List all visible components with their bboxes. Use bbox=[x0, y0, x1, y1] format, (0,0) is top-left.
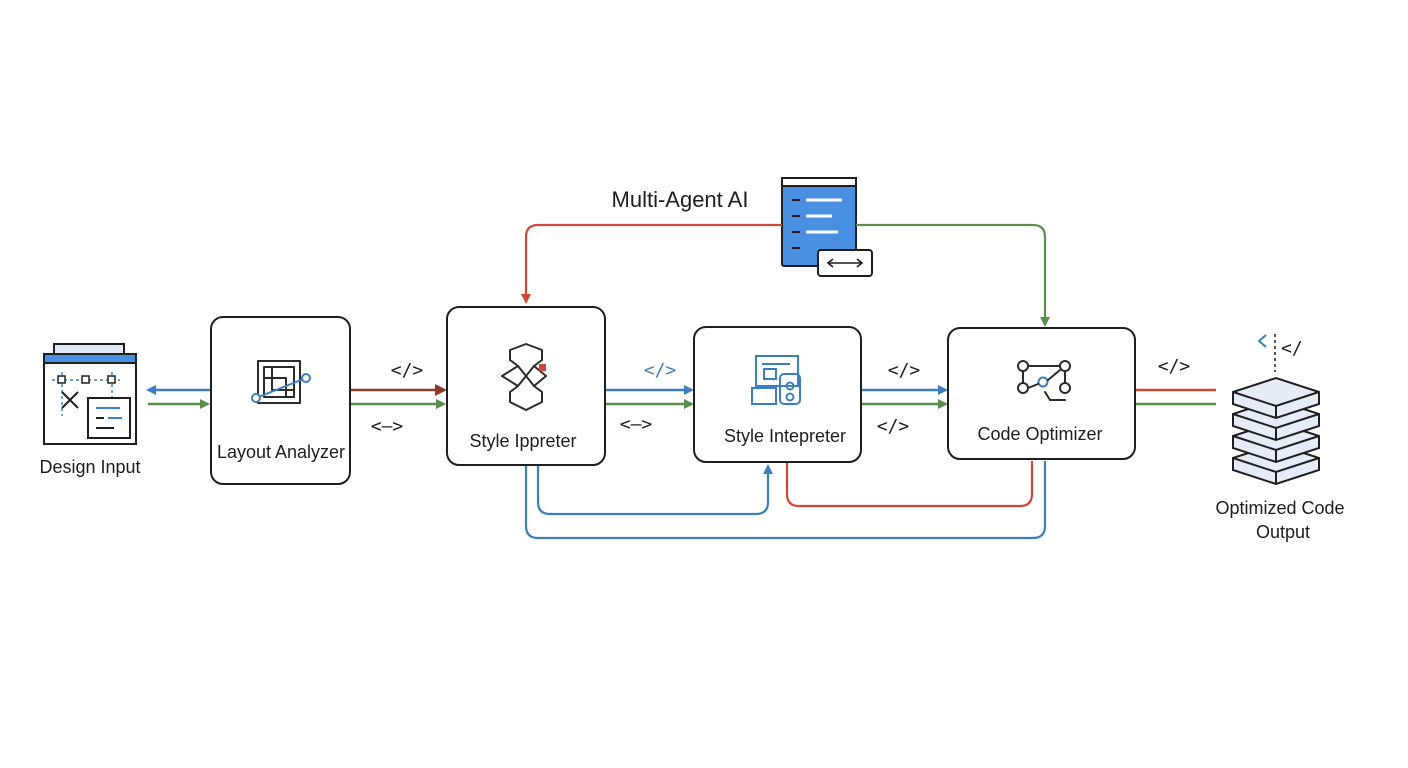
style-interpreter-2-node: Style Intepreter bbox=[693, 326, 862, 463]
layout-grid-icon bbox=[251, 360, 311, 404]
style-palette-icon bbox=[751, 355, 801, 405]
bottom-blue-outer-loop bbox=[524, 461, 1047, 540]
diagram-title: Multi-Agent AI bbox=[612, 187, 749, 212]
code-tag-2: </> bbox=[391, 360, 424, 381]
top-red-arrow bbox=[521, 223, 782, 304]
layout-analyzer-label: Layout Analyzer bbox=[217, 442, 345, 462]
layout-analyzer-node: Layout Analyzer bbox=[210, 316, 351, 485]
bi-arrow-tag-2: <–> bbox=[371, 416, 404, 437]
output-code-tag: </ bbox=[1281, 338, 1303, 359]
output-label-line2: Output bbox=[1256, 522, 1310, 542]
code-tag-5: </> bbox=[1158, 356, 1191, 377]
code-optimizer-label: Code Optimizer bbox=[977, 424, 1102, 444]
output-node: </ Optimized Code Output bbox=[1215, 334, 1345, 542]
style-interpreter-1-node: Style Ippreter bbox=[446, 306, 606, 466]
code-tag-4: </> bbox=[888, 360, 921, 381]
code-optimizer-node: Code Optimizer bbox=[947, 327, 1136, 460]
hexagon-agent-icon bbox=[501, 343, 547, 411]
code-tag-3: </> bbox=[644, 360, 677, 381]
server-stack-icon: </ bbox=[1232, 334, 1320, 486]
bottom-blue-inner-arrow bbox=[536, 464, 773, 516]
design-canvas-icon bbox=[43, 343, 137, 445]
code-tag-4b: </> bbox=[877, 416, 910, 437]
design-input-label: Design Input bbox=[39, 457, 140, 477]
style-interpreter-1-label: Style Ippreter bbox=[469, 431, 576, 451]
node-graph-icon bbox=[1017, 360, 1071, 401]
multi-agent-document-icon bbox=[781, 177, 873, 277]
bottom-red-loop bbox=[785, 461, 1034, 508]
design-input-node: Design Input bbox=[39, 343, 141, 477]
style-interpreter-2-label: Style Intepreter bbox=[724, 426, 846, 446]
bi-arrow-tag-3: <–> bbox=[620, 414, 653, 435]
output-label-line1: Optimized Code bbox=[1215, 498, 1344, 518]
top-green-arrow bbox=[856, 223, 1050, 327]
